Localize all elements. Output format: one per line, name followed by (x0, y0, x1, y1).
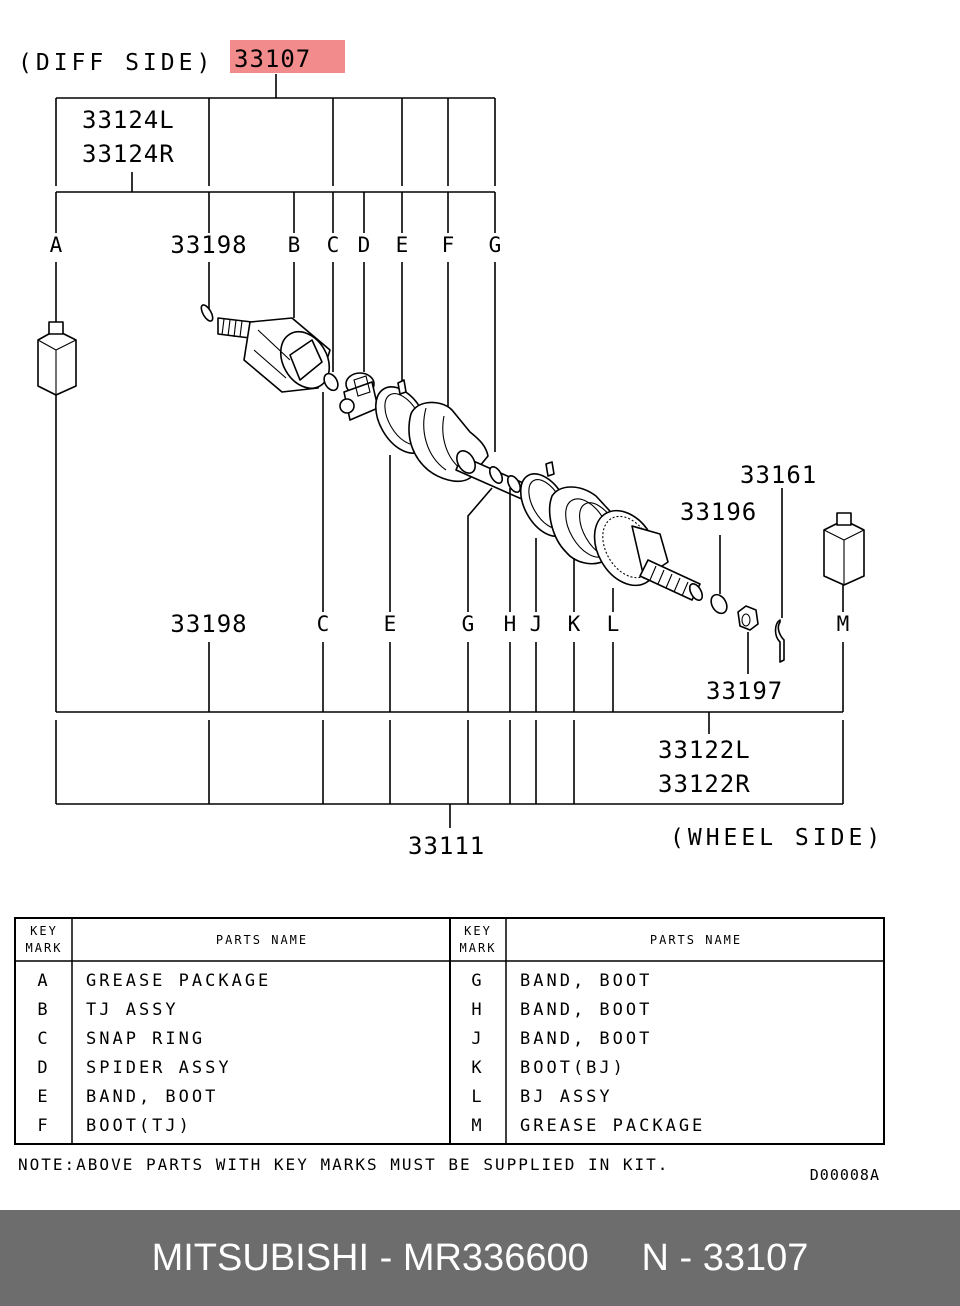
parts-name-header-1: PARTS NAME (216, 933, 308, 947)
mark-bottom-g: G (462, 612, 475, 636)
table-name-f: BOOT(TJ) (86, 1116, 192, 1136)
table-key-d: D (37, 1058, 50, 1078)
table-key-b: B (37, 1000, 50, 1020)
part-33161-label[interactable]: 33161 (740, 461, 817, 489)
spider-assy-d[interactable] (339, 372, 379, 421)
footer-brand: MITSUBISHI (151, 1236, 370, 1279)
mark-bottom-k: K (568, 612, 581, 636)
footer-ref: N - 33107 (641, 1236, 809, 1279)
mark-bottom-j: J (530, 612, 543, 636)
grease-package-a[interactable] (37, 321, 77, 396)
table-key-j: J (471, 1029, 484, 1049)
mark-bottom-e: E (384, 612, 397, 636)
exploded-parts-diagram: (DIFF SIDE) 33107 33124L 33124R A 33198 … (14, 40, 885, 1184)
mark-top-b: B (288, 233, 301, 257)
drive-shaft[interactable] (453, 448, 531, 501)
grease-package-m[interactable] (823, 512, 865, 586)
washer-33196[interactable] (708, 592, 730, 616)
table-key-c: C (37, 1029, 50, 1049)
parts-table: KEY MARK PARTS NAME KEY MARK PARTS NAME … (14, 917, 885, 1145)
mark-bottom-l: L (607, 612, 620, 636)
kit-note: NOTE:ABOVE PARTS WITH KEY MARKS MUST BE … (18, 1155, 669, 1174)
diff-side-label: (DIFF SIDE) (18, 50, 214, 76)
mark-bottom-m: M (837, 612, 850, 636)
key-mark-header-1: KEY (30, 924, 58, 938)
nut-33197[interactable] (737, 605, 759, 631)
highlight-box (230, 40, 345, 73)
mark-bottom-c: C (317, 612, 330, 636)
part-33124L-label[interactable]: 33124L (82, 106, 175, 134)
part-33198-bottom-label[interactable]: 33198 (170, 610, 247, 638)
top-leader-lines (55, 262, 496, 452)
snap-ring-33198[interactable] (199, 303, 215, 323)
table-key-h: H (471, 1000, 484, 1020)
mark-bottom-h: H (504, 612, 517, 636)
key-mark-header-2b: MARK (460, 941, 497, 955)
table-key-e: E (37, 1087, 50, 1107)
mark-top-f: F (442, 233, 455, 257)
table-name-h: BAND, BOOT (520, 1000, 652, 1020)
table-key-a: A (37, 971, 50, 991)
mark-top-e: E (396, 233, 409, 257)
cotter-pin-33161[interactable] (774, 619, 785, 663)
part-33198-top-label[interactable]: 33198 (170, 231, 247, 259)
snap-ring-c[interactable] (321, 371, 340, 393)
bj-assy-l[interactable] (582, 499, 705, 602)
table-name-g: BAND, BOOT (520, 971, 652, 991)
table-name-e: BAND, BOOT (86, 1087, 218, 1107)
table-name-a: GREASE PACKAGE (86, 971, 271, 991)
table-name-d: SPIDER ASSY (86, 1058, 232, 1078)
part-33197-label[interactable]: 33197 (706, 677, 783, 705)
table-key-f: F (37, 1116, 50, 1136)
mark-top-c: C (327, 233, 340, 257)
part-33122L-label[interactable]: 33122L (658, 736, 751, 764)
table-key-g: G (471, 971, 484, 991)
table-key-k: K (471, 1058, 484, 1078)
key-mark-header-2: KEY (464, 924, 492, 938)
mark-top-d: D (358, 233, 371, 257)
top-bracket-lines (55, 74, 496, 233)
footer-bar: MITSUBISHI - MR336600 N - 33107 (0, 1210, 960, 1306)
key-mark-header-1b: MARK (26, 941, 63, 955)
table-name-k: BOOT(BJ) (520, 1058, 626, 1078)
part-33122R-label[interactable]: 33122R (658, 770, 751, 798)
part-33107-label[interactable]: 33107 (234, 45, 311, 73)
tj-assy-b[interactable] (217, 317, 339, 397)
drawing-code: D00008A (810, 1166, 880, 1184)
mark-top-a: A (50, 233, 63, 257)
part-33124R-label[interactable]: 33124R (82, 140, 175, 168)
table-name-l: BJ ASSY (520, 1087, 613, 1107)
table-name-c: SNAP RING (86, 1029, 205, 1049)
table-name-b: TJ ASSY (86, 1000, 179, 1020)
footer-separator: - (369, 1236, 403, 1279)
footer-gap (589, 1237, 642, 1280)
table-key-l: L (471, 1087, 484, 1107)
parts-name-header-2: PARTS NAME (650, 933, 742, 947)
bottom-bracket-lines (55, 642, 844, 828)
table-name-j: BAND, BOOT (520, 1029, 652, 1049)
leader-g-bottom (467, 487, 493, 612)
part-33196-label[interactable]: 33196 (680, 498, 757, 526)
wheel-side-label: (WHEEL SIDE) (670, 825, 884, 851)
mark-top-g: G (489, 233, 502, 257)
part-33111-label[interactable]: 33111 (408, 832, 485, 860)
footer-part-number: MR336600 (402, 1236, 589, 1279)
table-key-m: M (471, 1116, 484, 1136)
table-name-m: GREASE PACKAGE (520, 1116, 705, 1136)
